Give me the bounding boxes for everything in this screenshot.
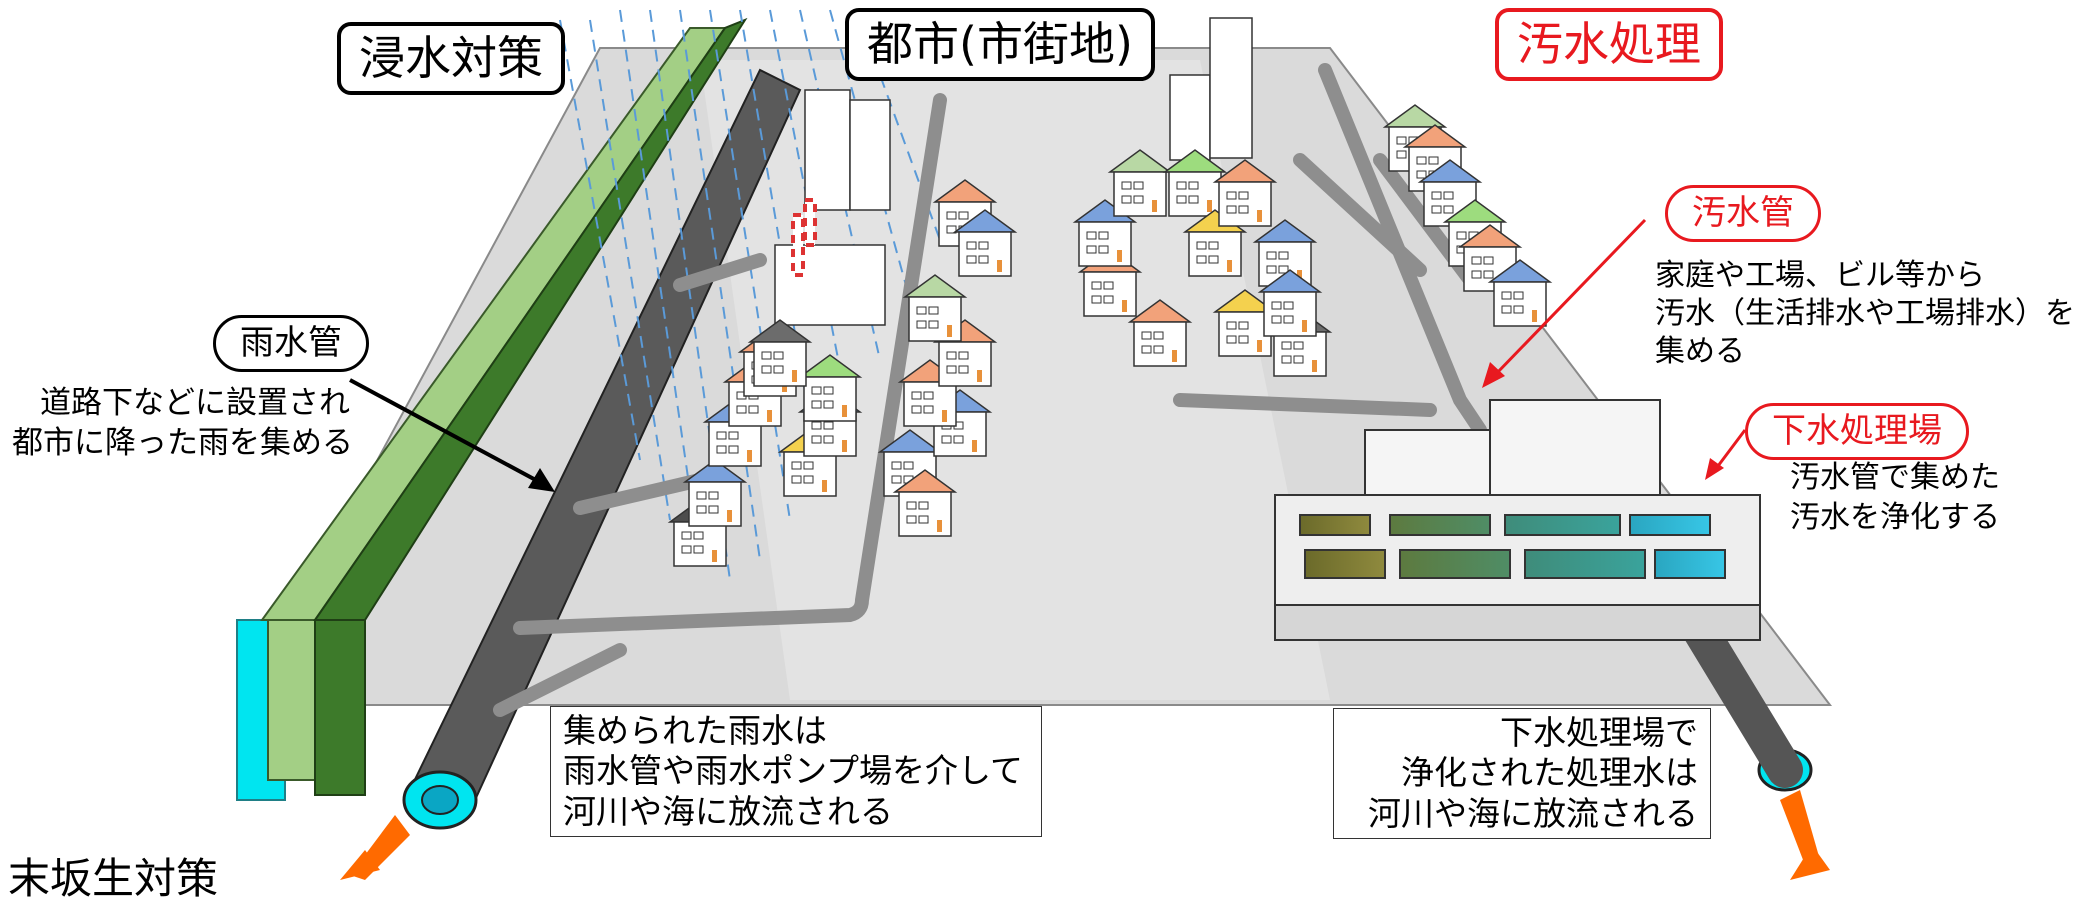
treated-outflow-note: 下水処理場で 浄化された処理水は 河川や海に放流される — [1333, 708, 1711, 839]
sewer-pipe-desc-3: 集める — [1655, 334, 1745, 369]
rain-outflow-line-1: 集められた雨水は — [563, 711, 827, 750]
treatment-plant-desc-1: 汚水管で集めた — [1790, 460, 2000, 495]
embankment-top — [267, 619, 316, 781]
cut-off-heading: 末坂生対策 — [8, 854, 219, 903]
treatment-plant — [1274, 399, 1761, 641]
rain-outflow-line-3: 河川や海に放流される — [563, 791, 893, 831]
road-area — [700, 60, 1330, 700]
rain-outflow-note: 集められた雨水は 雨水管や雨水ポンプ場を介して 河川や海に放流される — [550, 706, 1042, 837]
rain-outflow-line-2: 雨水管や雨水ポンプ場を介して — [563, 751, 1024, 791]
title-city: 都市(市街地) — [845, 8, 1155, 81]
sewer-pipe-label: 汚水管 — [1665, 185, 1821, 243]
chimneys — [791, 198, 817, 277]
high-rises — [774, 17, 1253, 326]
sewer-pipe-desc-1: 家庭や工場、ビル等から — [1655, 258, 1985, 293]
outflow-pipe — [1682, 612, 1803, 788]
treatment-plant-label: 下水処理場 — [1745, 403, 1969, 461]
treatment-plant-desc-2: 汚水を浄化する — [1790, 500, 2000, 535]
rain-pipe-label: 雨水管 — [213, 315, 369, 373]
rain-pipe-desc-1: 道路下などに設置され — [40, 385, 350, 421]
title-flood-countermeasures: 浸水対策 — [337, 22, 565, 95]
scene-illustration — [236, 9, 1833, 880]
treated-outflow-line-2: 浄化された処理水は — [1401, 753, 1698, 793]
title-sewage-treatment: 汚水処理 — [1495, 8, 1723, 81]
treated-outflow-line-3: 河川や海に放流される — [1368, 793, 1698, 833]
treated-outflow-line-1: 下水処理場で — [1500, 713, 1698, 752]
storm-pipes — [493, 93, 947, 717]
embankment-face — [314, 619, 366, 796]
pointer-arrows — [349, 218, 1747, 492]
outflow-arrows — [340, 790, 1830, 880]
sewer-pipe-desc-2: 汚水（生活排水や工場排水）を — [1655, 296, 2075, 331]
rain-pipe-desc-2: 都市に降った雨を集める — [12, 425, 353, 461]
